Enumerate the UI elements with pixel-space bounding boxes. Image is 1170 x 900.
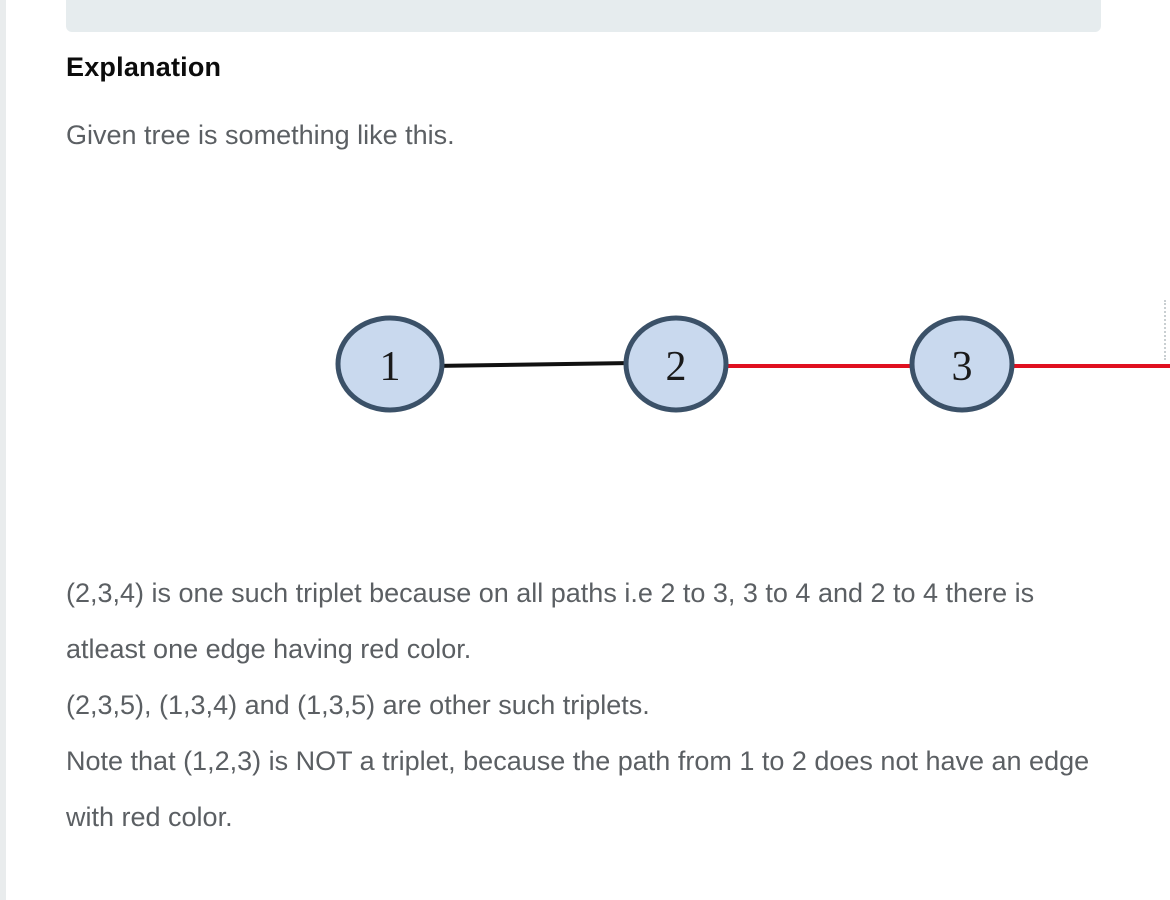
paragraph: (2,3,4) is one such triplet because on a… [66,578,1035,664]
explanation-body: (2,3,4) is one such triplet because on a… [66,565,1106,845]
node-1-circle [335,315,445,413]
node-3-label: 3 [952,344,973,390]
paragraph: (2,3,5), (1,3,4) and (1,3,5) are other s… [66,690,650,720]
tree-node: 1 [335,315,445,413]
tree-diagram: 1 2 3 [320,300,1170,430]
tree-node: 2 [623,315,729,413]
scrollbar-edge[interactable] [1164,300,1170,360]
left-rail [0,0,6,900]
node-2-circle [623,315,729,413]
node-2-label: 2 [666,344,687,390]
edge-1-2 [431,361,633,368]
node-3-circle [909,315,1015,413]
explanation-heading: Explanation [66,52,222,82]
node-1-label: 1 [380,344,401,390]
output-box [66,0,1101,32]
tree-svg: 1 2 3 [335,315,1170,413]
paragraph: Note that (1,2,3) is NOT a triplet, beca… [66,746,1090,832]
intro-text: Given tree is something like this. [66,120,455,150]
tree-node: 3 [909,315,1015,413]
